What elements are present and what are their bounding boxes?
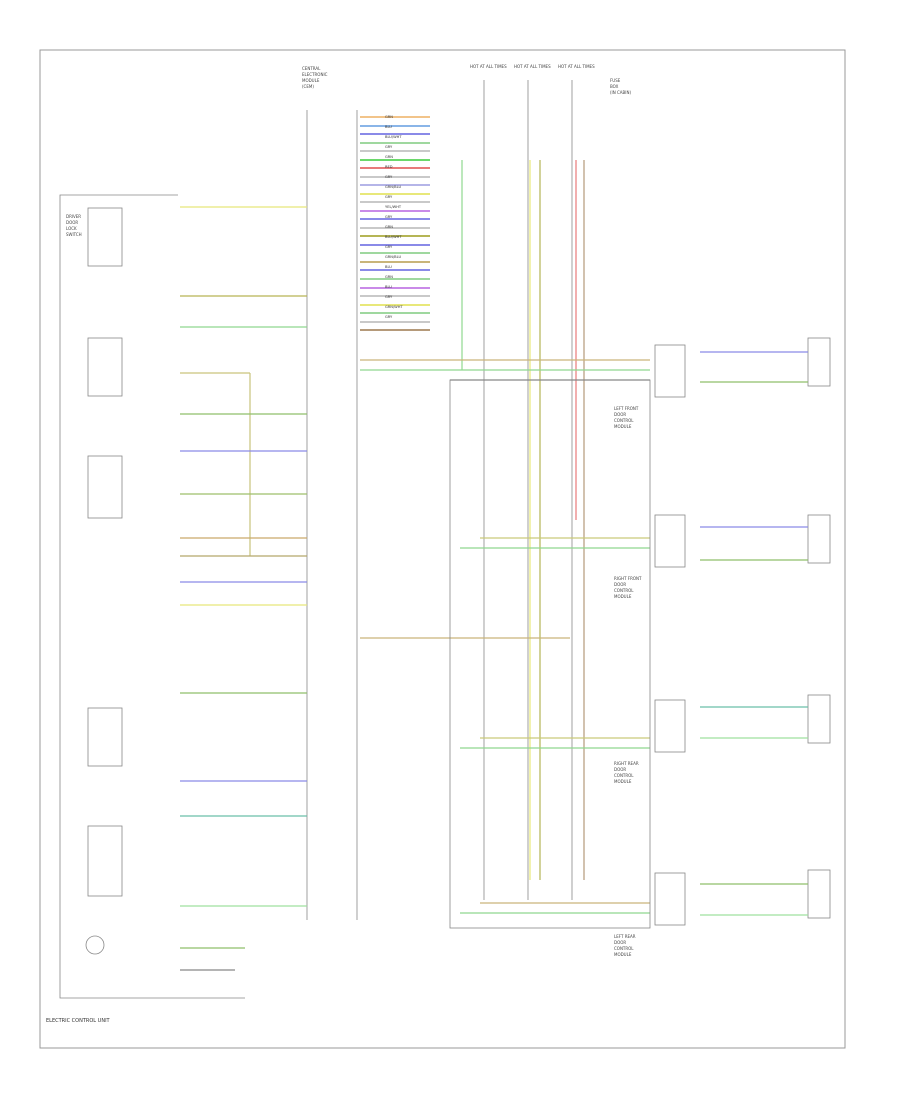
switch-3 bbox=[87, 455, 123, 519]
lr-module-3: CONTROL bbox=[614, 946, 634, 951]
wire-code-label: GRY bbox=[385, 195, 393, 199]
cem-label-3: MODULE bbox=[302, 78, 320, 83]
switch-label-3: LOCK bbox=[66, 226, 77, 231]
rr-module-3: CONTROL bbox=[614, 773, 634, 778]
lr-module-1: LEFT REAR bbox=[614, 934, 636, 939]
wire-code-label: GRY bbox=[385, 145, 393, 149]
wire-group-left bbox=[180, 206, 307, 971]
cem-label-2: ELECTRONIC bbox=[302, 72, 328, 77]
fuse-feeds bbox=[461, 80, 585, 900]
footer-caption: ELECTRIC CONTROL UNIT bbox=[46, 1018, 111, 1024]
wire-code-label: YEL/WHT bbox=[385, 205, 402, 209]
wire-code-label: BLU bbox=[385, 265, 392, 269]
switch-group bbox=[85, 207, 123, 955]
fuse-box-2: BOX bbox=[610, 84, 619, 89]
switch-4 bbox=[87, 707, 123, 767]
wire-code-label: GRY bbox=[385, 315, 393, 319]
switch-label-2: DOOR bbox=[66, 220, 78, 225]
switch-5 bbox=[87, 825, 123, 897]
wire-code-label: BLU/WHT bbox=[385, 135, 402, 139]
wire-code-label: BLU bbox=[385, 125, 392, 129]
wire-code-label: GRN/BLU bbox=[385, 255, 401, 259]
wire-code-label: GRY bbox=[385, 245, 393, 249]
wire-code-label: GRN bbox=[385, 155, 393, 159]
rf-module-2: DOOR bbox=[614, 582, 626, 587]
lf-module-4: MODULE bbox=[614, 424, 632, 429]
fuse-label-2: HOT AT ALL TIMES bbox=[514, 64, 551, 69]
wire-code-label: BLU/WHT bbox=[385, 235, 402, 239]
lf-module-1: LEFT FRONT bbox=[614, 406, 639, 411]
switch-1 bbox=[87, 207, 123, 267]
lr-module-2: DOOR bbox=[614, 940, 626, 945]
wire-code-label: GRY bbox=[385, 215, 393, 219]
fuse-label-1: HOT AT ALL TIMES bbox=[470, 64, 507, 69]
rr-module-1: RIGHT REAR bbox=[614, 761, 639, 766]
switch-label-1: DRIVER bbox=[66, 214, 81, 219]
wire-code-label: BLU bbox=[385, 285, 392, 289]
wire-code-label: GRY bbox=[385, 295, 393, 299]
switch-label-4: SWITCH bbox=[66, 232, 82, 237]
lf-module-2: DOOR bbox=[614, 412, 626, 417]
rf-module-3: CONTROL bbox=[614, 588, 634, 593]
lr-module-4: MODULE bbox=[614, 952, 632, 957]
wire-code-label: GRY bbox=[385, 175, 393, 179]
rf-module-1: RIGHT FRONT bbox=[614, 576, 642, 581]
fuse-box-1: FUSE bbox=[610, 78, 621, 83]
lf-module-3: CONTROL bbox=[614, 418, 634, 423]
right-outlet-wires bbox=[700, 351, 808, 916]
cem-label-4: (CEM) bbox=[302, 84, 314, 89]
ground-bus bbox=[59, 194, 245, 999]
wire-code-label: GRN bbox=[385, 275, 393, 279]
wire-code-label: GRN bbox=[385, 115, 393, 119]
fuse-box-3: (IN CABIN) bbox=[610, 90, 631, 95]
rr-module-2: DOOR bbox=[614, 767, 626, 772]
wire-code-labels: GRN BLU BLU/WHT GRY GRN RED GRY GRN/BLU GRY YEL/W… bbox=[385, 115, 403, 319]
wire-code-label: GRN/WHT bbox=[385, 305, 403, 309]
cem-connector-wires bbox=[360, 116, 430, 331]
module-boxes bbox=[449, 337, 831, 929]
fuse-label-3: HOT AT ALL TIMES bbox=[558, 64, 595, 69]
switch-2 bbox=[87, 337, 123, 397]
connector-circle bbox=[85, 935, 105, 955]
frame bbox=[39, 49, 846, 1049]
rf-module-4: MODULE bbox=[614, 594, 632, 599]
wire-code-label: GRN bbox=[385, 225, 393, 229]
module-wires bbox=[360, 359, 650, 914]
rr-module-4: MODULE bbox=[614, 779, 632, 784]
wire-code-label: GRN/BLU bbox=[385, 185, 401, 189]
cem-label-1: CENTRAL bbox=[302, 66, 321, 71]
wire-code-label: RED bbox=[385, 165, 393, 169]
